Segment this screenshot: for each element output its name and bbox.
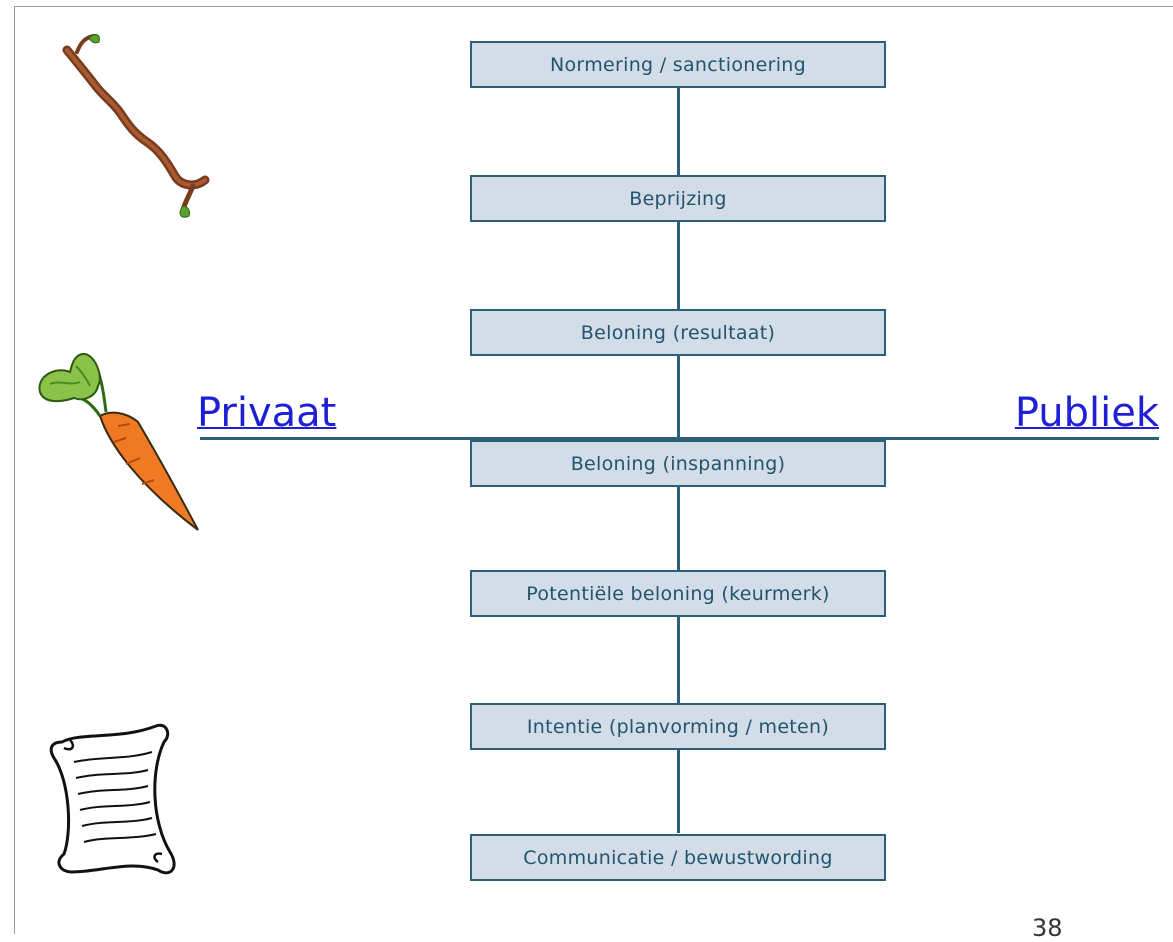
stick-icon: [62, 34, 210, 218]
axis-label-privaat[interactable]: Privaat: [197, 390, 337, 436]
horizontal-axis: [200, 437, 1159, 440]
level-intentie: Intentie (planvorming / meten): [470, 703, 886, 750]
carrot-icon: [38, 352, 199, 531]
level-normering: Normering / sanctionering: [470, 41, 886, 88]
scroll-icon: [49, 723, 176, 875]
level-beloning-inspanning: Beloning (inspanning): [470, 440, 886, 487]
level-communicatie: Communicatie / bewustwording: [470, 834, 886, 881]
page-number: 38: [1032, 914, 1063, 942]
level-potentiele-beloning: Potentiële beloning (keurmerk): [470, 570, 886, 617]
slide-border-left: [14, 6, 15, 934]
axis-label-publiek[interactable]: Publiek: [1014, 390, 1159, 436]
level-beloning-resultaat: Beloning (resultaat): [470, 309, 886, 356]
level-beprijzing: Beprijzing: [470, 175, 886, 222]
slide-border-top: [14, 6, 1173, 7]
